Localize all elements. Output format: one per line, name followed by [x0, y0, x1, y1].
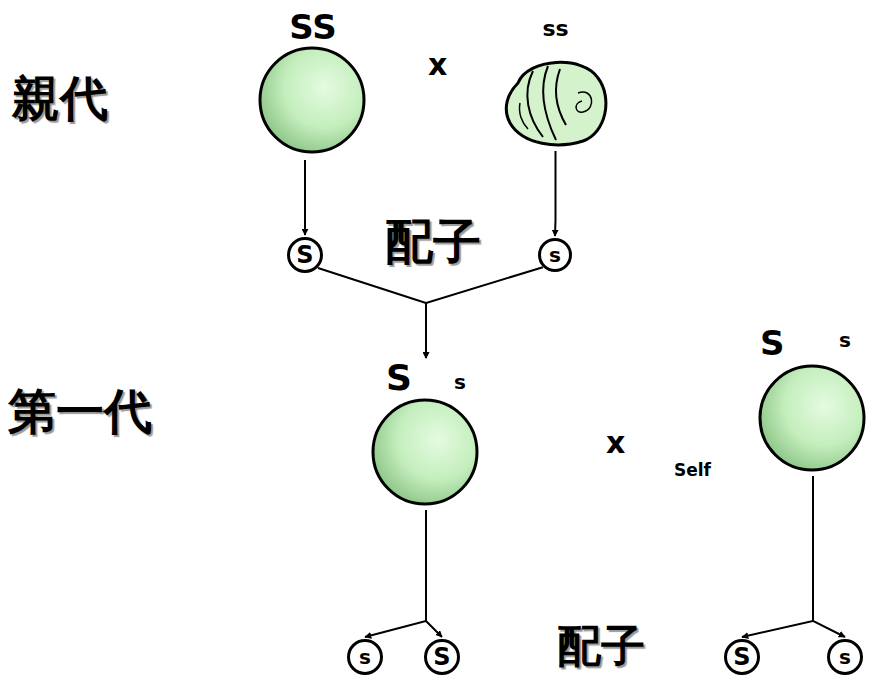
- generation-label: 親代: [12, 74, 108, 122]
- genotype-letter: S: [433, 645, 450, 669]
- genotype-letter: S: [733, 645, 750, 669]
- gamete-circle: S: [287, 237, 323, 273]
- arrow-connector: [304, 160, 306, 235]
- self-label: Self: [674, 462, 711, 479]
- pea-figure: Ss: [757, 326, 869, 473]
- gamete-circle: s: [538, 238, 572, 272]
- genotype-letter: S: [760, 326, 785, 360]
- pea-figure: Ss: [370, 360, 482, 507]
- pea-figure: SS: [257, 10, 369, 157]
- cross-sign: x: [428, 50, 447, 80]
- round-pea: [757, 363, 867, 477]
- genotype-letter: s: [359, 647, 371, 667]
- genotype-letter: s: [454, 372, 466, 392]
- arrow-connector: [426, 510, 442, 637]
- genotype-letter: s: [839, 647, 851, 667]
- genotype-letter: s: [839, 330, 851, 350]
- genotype-letter: ss: [542, 18, 568, 40]
- arrow-connector: [813, 476, 845, 637]
- genotype-letter: S: [386, 360, 412, 396]
- genotype-letter: S: [296, 243, 313, 267]
- round-pea: [257, 45, 367, 159]
- arrow-connector: [318, 268, 426, 358]
- genotype-letter: s: [549, 245, 561, 265]
- gamete-circle: S: [724, 639, 760, 675]
- arrow-connector: [365, 510, 426, 637]
- arrow-connector: [742, 476, 813, 637]
- gamete-circle: s: [827, 639, 863, 675]
- cross-sign: x: [606, 428, 625, 458]
- generation-label: 第一代: [8, 387, 152, 435]
- genotype-letter: SS: [289, 10, 336, 44]
- gamete-label: 配子: [385, 217, 481, 265]
- wrinkled-pea: [498, 53, 613, 152]
- gamete-circle: s: [347, 639, 383, 675]
- gamete-label: 配子: [557, 624, 645, 668]
- gamete-circle: S: [424, 639, 460, 675]
- arrow-connector: [426, 267, 543, 358]
- arrow-connector: [554, 151, 557, 236]
- round-pea: [370, 397, 480, 511]
- pea-figure: ss: [498, 18, 613, 148]
